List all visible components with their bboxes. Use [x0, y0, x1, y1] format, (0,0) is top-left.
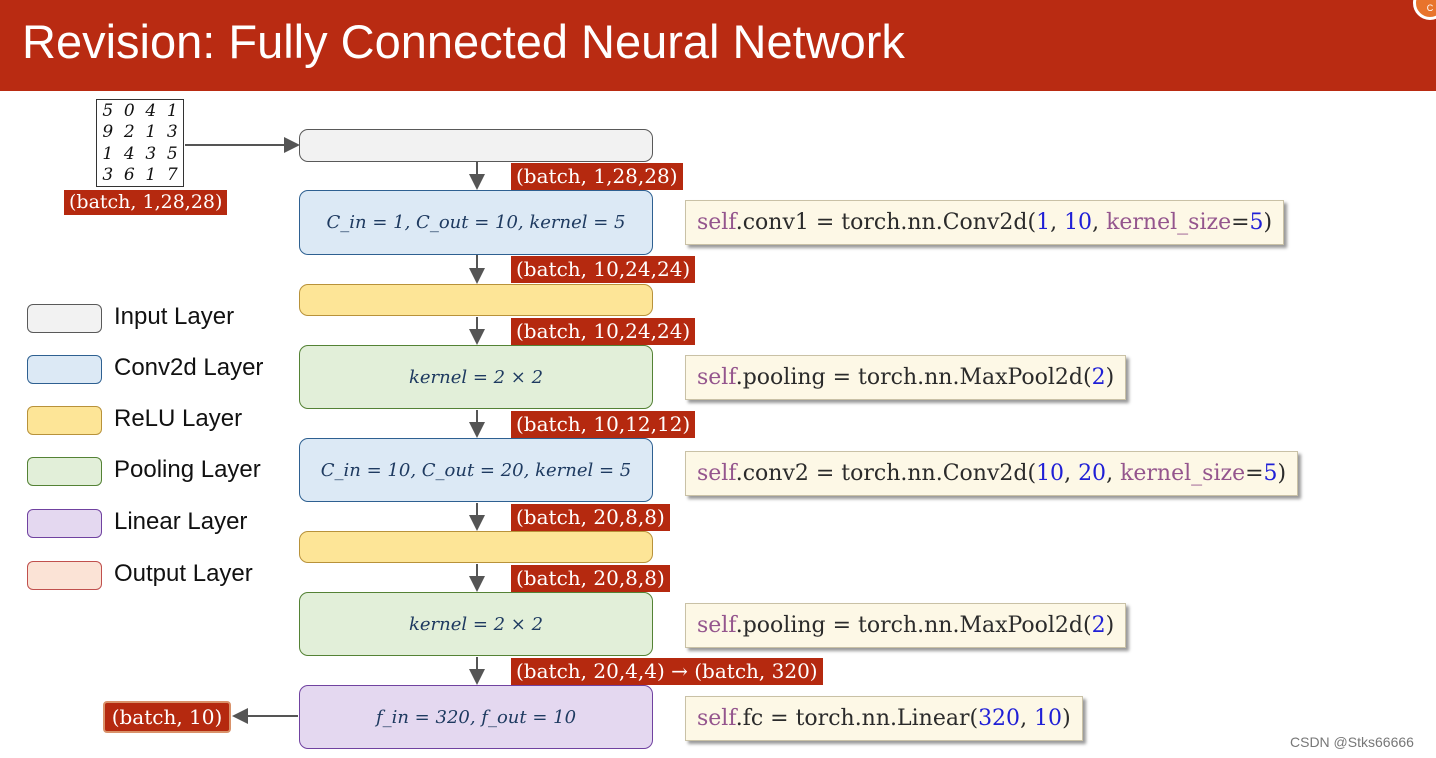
digit-cell: 3 — [102, 164, 114, 185]
code-token: kernel_size — [1106, 210, 1232, 235]
relu-layer-box — [299, 531, 653, 563]
digit-cell: 5 — [166, 143, 178, 164]
pytorch-code-line: self.pooling = torch.nn.MaxPool2d(2) — [685, 603, 1127, 648]
relu-layer-box — [299, 284, 653, 316]
code-token: , — [1050, 210, 1065, 235]
pooling-layer-box: kernel = 2 × 2 — [299, 345, 653, 409]
slide-title: Revision: Fully Connected Neural Network — [22, 15, 905, 68]
layer-params: C_in = 10, C_out = 20, kernel = 5 — [320, 459, 632, 481]
code-token: 2 — [1091, 613, 1106, 638]
digit-cell: 6 — [123, 164, 135, 185]
digit-cell: 1 — [166, 101, 178, 121]
code-token: 320 — [978, 706, 1021, 731]
output-shape-label: (batch, 10) — [103, 701, 231, 733]
code-token: ) — [1263, 210, 1273, 235]
code-call: .pooling = torch.nn.MaxPool2d( — [735, 365, 1092, 390]
title-bar: Revision: Fully Connected Neural Network — [0, 0, 1436, 91]
tensor-shape-tag: (batch, 1,28,28) — [511, 163, 683, 190]
legend-swatch — [27, 304, 102, 333]
input-layer-box — [299, 129, 653, 162]
code-token: = — [1245, 461, 1264, 486]
code-token: 1 — [1036, 210, 1051, 235]
digit-cell: 0 — [123, 101, 135, 121]
code-token: , — [1020, 706, 1035, 731]
code-self: self — [697, 706, 736, 731]
tensor-shape-tag: (batch, 20,8,8) — [511, 504, 670, 531]
code-token: , — [1092, 210, 1107, 235]
legend-label: Conv2d Layer — [114, 354, 264, 381]
digit-cell: 7 — [166, 164, 178, 185]
code-self: self — [697, 613, 736, 638]
code-self: self — [697, 210, 736, 235]
code-token: 5 — [1249, 210, 1264, 235]
legend-swatch — [27, 561, 102, 590]
code-token: ) — [1062, 706, 1071, 731]
legend-swatch — [27, 457, 102, 486]
linear-layer-box: f_in = 320, f_out = 10 — [299, 685, 653, 749]
tensor-shape-tag: (batch, 20,8,8) — [511, 565, 670, 592]
pooling-layer-box: kernel = 2 × 2 — [299, 592, 653, 656]
code-token: 5 — [1263, 461, 1278, 486]
code-self: self — [697, 365, 736, 390]
pytorch-code-line: self.fc = torch.nn.Linear(320, 10) — [685, 696, 1083, 741]
layer-params: C_in = 1, C_out = 10, kernel = 5 — [326, 212, 626, 233]
digit-cell: 9 — [102, 122, 114, 143]
tensor-shape-tag: (batch, 10,24,24) — [511, 256, 696, 283]
code-token: 2 — [1091, 365, 1106, 390]
code-token: kernel_size — [1120, 461, 1246, 486]
pytorch-code-line: self.conv1 = torch.nn.Conv2d(1, 10, kern… — [685, 200, 1285, 245]
code-token: 20 — [1078, 461, 1107, 486]
code-token: , — [1106, 461, 1121, 486]
tensor-shape-tag: (batch, 10,24,24) — [511, 318, 696, 345]
corner-badge-icon: C — [1413, 0, 1436, 20]
code-call: .fc = torch.nn.Linear( — [735, 706, 979, 731]
conv-layer-box: C_in = 1, C_out = 10, kernel = 5 — [299, 190, 653, 255]
legend-label: Linear Layer — [114, 508, 248, 535]
code-call: .pooling = torch.nn.MaxPool2d( — [735, 613, 1092, 638]
code-token: ) — [1105, 365, 1115, 390]
digit-cell: 3 — [145, 143, 157, 164]
legend-label: Input Layer — [114, 303, 235, 330]
code-token: , — [1064, 461, 1079, 486]
tensor-shape-tag: (batch, 20,4,4) → (batch, 320) — [511, 658, 823, 685]
legend-label: ReLU Layer — [114, 405, 243, 432]
code-self: self — [697, 461, 736, 486]
layer-params: f_in = 320, f_out = 10 — [375, 706, 577, 728]
legend-swatch — [27, 355, 102, 384]
conv-layer-box: C_in = 10, C_out = 20, kernel = 5 — [299, 438, 653, 502]
legend-label: Pooling Layer — [114, 456, 261, 483]
pytorch-code-line: self.pooling = torch.nn.MaxPool2d(2) — [685, 355, 1127, 400]
code-token: ) — [1105, 613, 1115, 638]
code-token: 10 — [1036, 461, 1065, 486]
code-token: ) — [1277, 461, 1287, 486]
layer-params: kernel = 2 × 2 — [408, 613, 544, 635]
tensor-shape-tag: (batch, 10,12,12) — [511, 411, 696, 438]
input-shape-label: (batch, 1,28,28) — [64, 190, 228, 215]
code-token: 10 — [1034, 706, 1063, 731]
digit-cell: 4 — [145, 101, 157, 121]
legend-swatch — [27, 509, 102, 538]
code-call: .conv1 = torch.nn.Conv2d( — [735, 210, 1037, 235]
digit-cell: 1 — [145, 164, 157, 185]
digit-cell: 1 — [102, 143, 114, 164]
digit-cell: 4 — [123, 143, 135, 164]
legend-swatch — [27, 406, 102, 435]
layer-params: kernel = 2 × 2 — [408, 366, 544, 388]
pytorch-code-line: self.conv2 = torch.nn.Conv2d(10, 20, ker… — [685, 451, 1299, 496]
code-token: 10 — [1064, 210, 1093, 235]
digit-cell: 5 — [102, 101, 114, 121]
digit-cell: 3 — [166, 122, 178, 143]
code-call: .conv2 = torch.nn.Conv2d( — [735, 461, 1037, 486]
digit-cell: 2 — [123, 122, 135, 143]
digit-cell: 1 — [145, 122, 157, 143]
code-token: = — [1231, 210, 1250, 235]
watermark: CSDN @Stks66666 — [1290, 734, 1414, 750]
legend-label: Output Layer — [114, 560, 253, 587]
